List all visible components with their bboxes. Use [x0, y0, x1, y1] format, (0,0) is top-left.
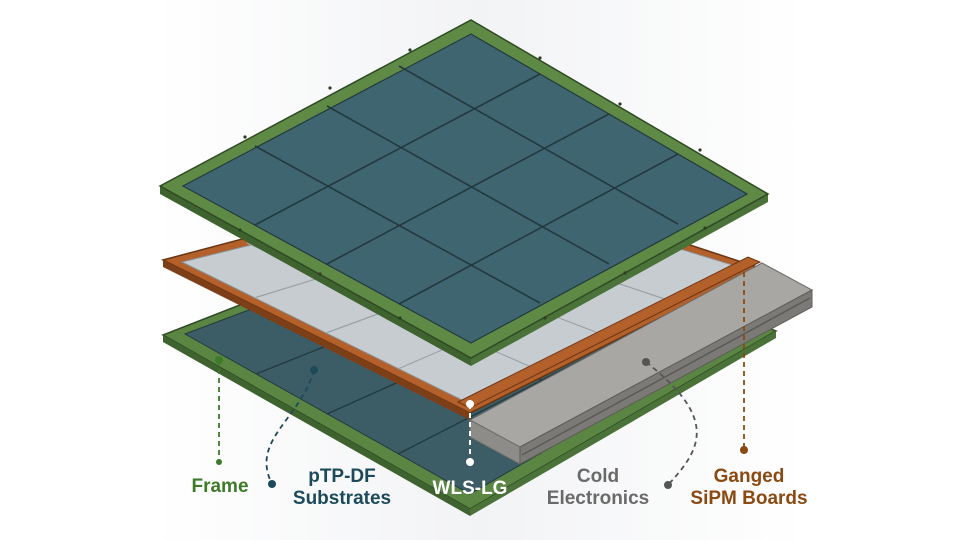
frame-label-line-1: Frame [191, 476, 249, 497]
wls-label-line-1: WLS-LG [432, 478, 508, 499]
wls-leader-end [466, 458, 474, 466]
substrates-label-line-1: pTP-DF [308, 466, 376, 487]
cold-label-line-1: Cold [576, 466, 620, 487]
substrates-leader [265, 369, 315, 485]
top-layer [158, 19, 770, 366]
copper-frame-side [163, 260, 470, 420]
cold-electronics-rail [521, 297, 811, 456]
top-frame-side [160, 186, 471, 366]
wls-label: WLS-LG [420, 478, 520, 500]
cold-leader [645, 361, 698, 486]
sipm-label-line-2: SiPM Boards [690, 488, 808, 509]
callouts [215, 272, 748, 489]
sipm-boards-label: Ganged SiPM Boards [680, 466, 818, 510]
bottom-frame-side-right [470, 331, 776, 516]
sipm-label-line-1: Ganged [713, 466, 785, 487]
cold-label-line-2: Electronics [546, 488, 650, 509]
substrates-leader-dot [310, 366, 318, 374]
top-frame-bolts [238, 48, 707, 320]
sipm-leader-end [740, 446, 748, 454]
cold-leader-end [664, 481, 672, 489]
frame-leader-end [216, 459, 222, 465]
frame-leader-dot [215, 356, 223, 364]
substrates-label-line-2: Substrates [292, 488, 392, 509]
top-frame-side-right [471, 194, 768, 366]
cold-electronics-label: Cold Electronics [536, 466, 660, 510]
top-tile-grid [254, 65, 679, 305]
copper-rail [456, 256, 762, 409]
substrates-leader-end [268, 480, 276, 488]
top-tiles [181, 33, 749, 344]
cold-leader-dot [642, 358, 650, 366]
frame-label: Frame [182, 476, 258, 498]
bottom-frame-side [163, 335, 470, 516]
wls-leader-dot [466, 400, 474, 408]
substrates-label: pTP-DF Substrates [282, 466, 402, 510]
